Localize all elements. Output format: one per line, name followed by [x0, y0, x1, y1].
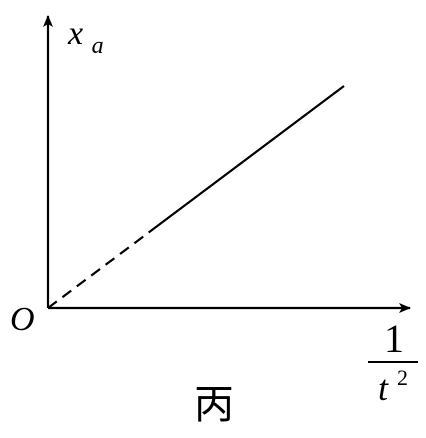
x-axis-denominator-base: t: [378, 368, 389, 408]
data-line-solid: [147, 85, 345, 234]
y-axis-symbol: x: [67, 15, 83, 52]
x-axis-numerator: 1: [384, 316, 404, 361]
x-axis-denominator-exponent: 2: [397, 365, 408, 390]
x-axis-denominator: t 2: [378, 365, 408, 408]
y-axis-subscript: a: [92, 33, 104, 59]
figure-caption: 丙: [194, 382, 234, 427]
y-axis-label: x a: [67, 15, 104, 59]
data-line-dashed: [47, 231, 150, 309]
origin-label: O: [10, 301, 35, 338]
